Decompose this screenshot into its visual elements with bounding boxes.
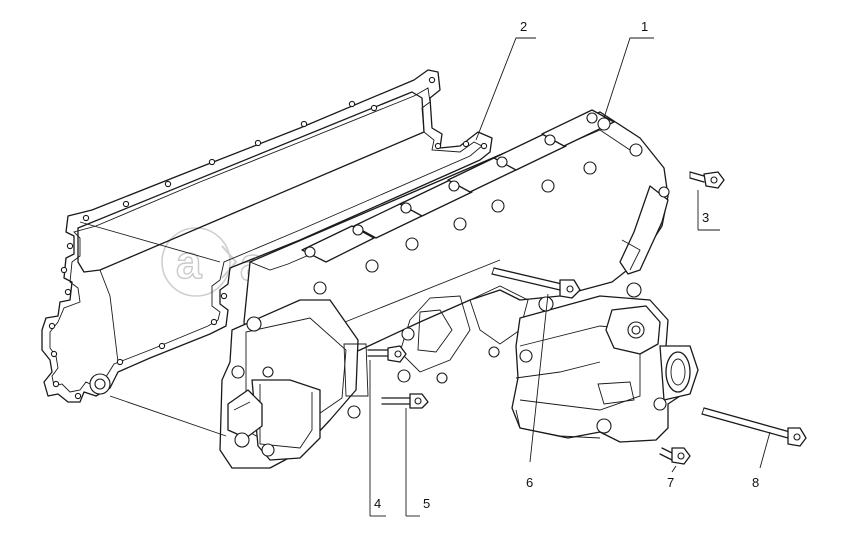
callout-3: 3: [702, 210, 709, 225]
callout-2: 2: [520, 19, 527, 34]
callout-7: 7: [667, 475, 674, 490]
bolt-part-8: [701, 407, 807, 447]
bolt-part-4: [367, 345, 407, 363]
bolt-part-6: [491, 267, 581, 299]
callout-8: 8: [752, 475, 759, 490]
bolt-part-7: [659, 447, 691, 465]
bolt-part-3: [689, 171, 725, 189]
callout-1: 1: [641, 19, 648, 34]
manifold-part-1: [219, 109, 699, 469]
callout-4: 4: [374, 496, 381, 511]
callout-6: 6: [526, 475, 533, 490]
leader-lines: [79, 37, 771, 517]
svg-text:a: a: [176, 236, 202, 288]
gasket-part-2: [41, 69, 493, 403]
callout-5: 5: [423, 496, 430, 511]
bolt-part-5: [381, 393, 429, 409]
callout-labels: 1 2 3 4 5 6 7 8: [374, 19, 759, 511]
